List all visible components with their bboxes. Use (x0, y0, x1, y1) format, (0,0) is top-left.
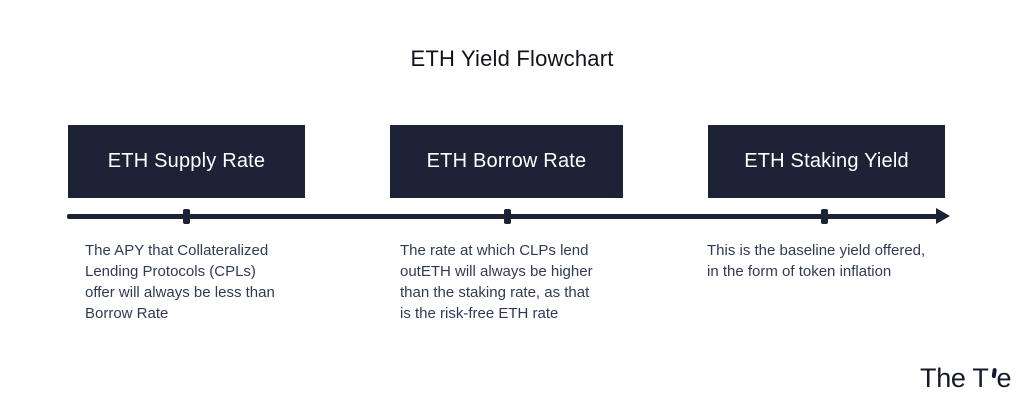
logo-text-after: e (996, 363, 1012, 393)
timeline-tick-borrow (504, 209, 511, 224)
timeline-tick-staking (821, 209, 828, 224)
timeline-line (67, 214, 939, 219)
timeline-tick-supply (183, 209, 190, 224)
brand-logo-the-tie: The T e (920, 363, 1012, 394)
arrowhead-icon (936, 208, 950, 224)
stage-description-supply-rate: The APY that Collateralized Lending Prot… (85, 242, 275, 322)
stage-description-borrow-rate: The rate at which CLPs lend outETH will … (400, 242, 593, 322)
stage-label: ETH Borrow Rate (426, 150, 587, 172)
logo-text-before: The T (920, 363, 989, 393)
stage-label: ETH Staking Yield (744, 150, 909, 172)
logo-tick-icon (991, 367, 997, 379)
page-title: ETH Yield Flowchart (410, 46, 614, 71)
stage-box-borrow-rate: ETH Borrow Rate (390, 125, 623, 198)
stage-box-supply-rate: ETH Supply Rate (68, 125, 305, 198)
stage-label: ETH Supply Rate (107, 150, 266, 172)
stage-box-staking-yield: ETH Staking Yield (708, 125, 945, 198)
stage-description-staking-yield: This is the baseline yield offered, in t… (707, 242, 926, 280)
